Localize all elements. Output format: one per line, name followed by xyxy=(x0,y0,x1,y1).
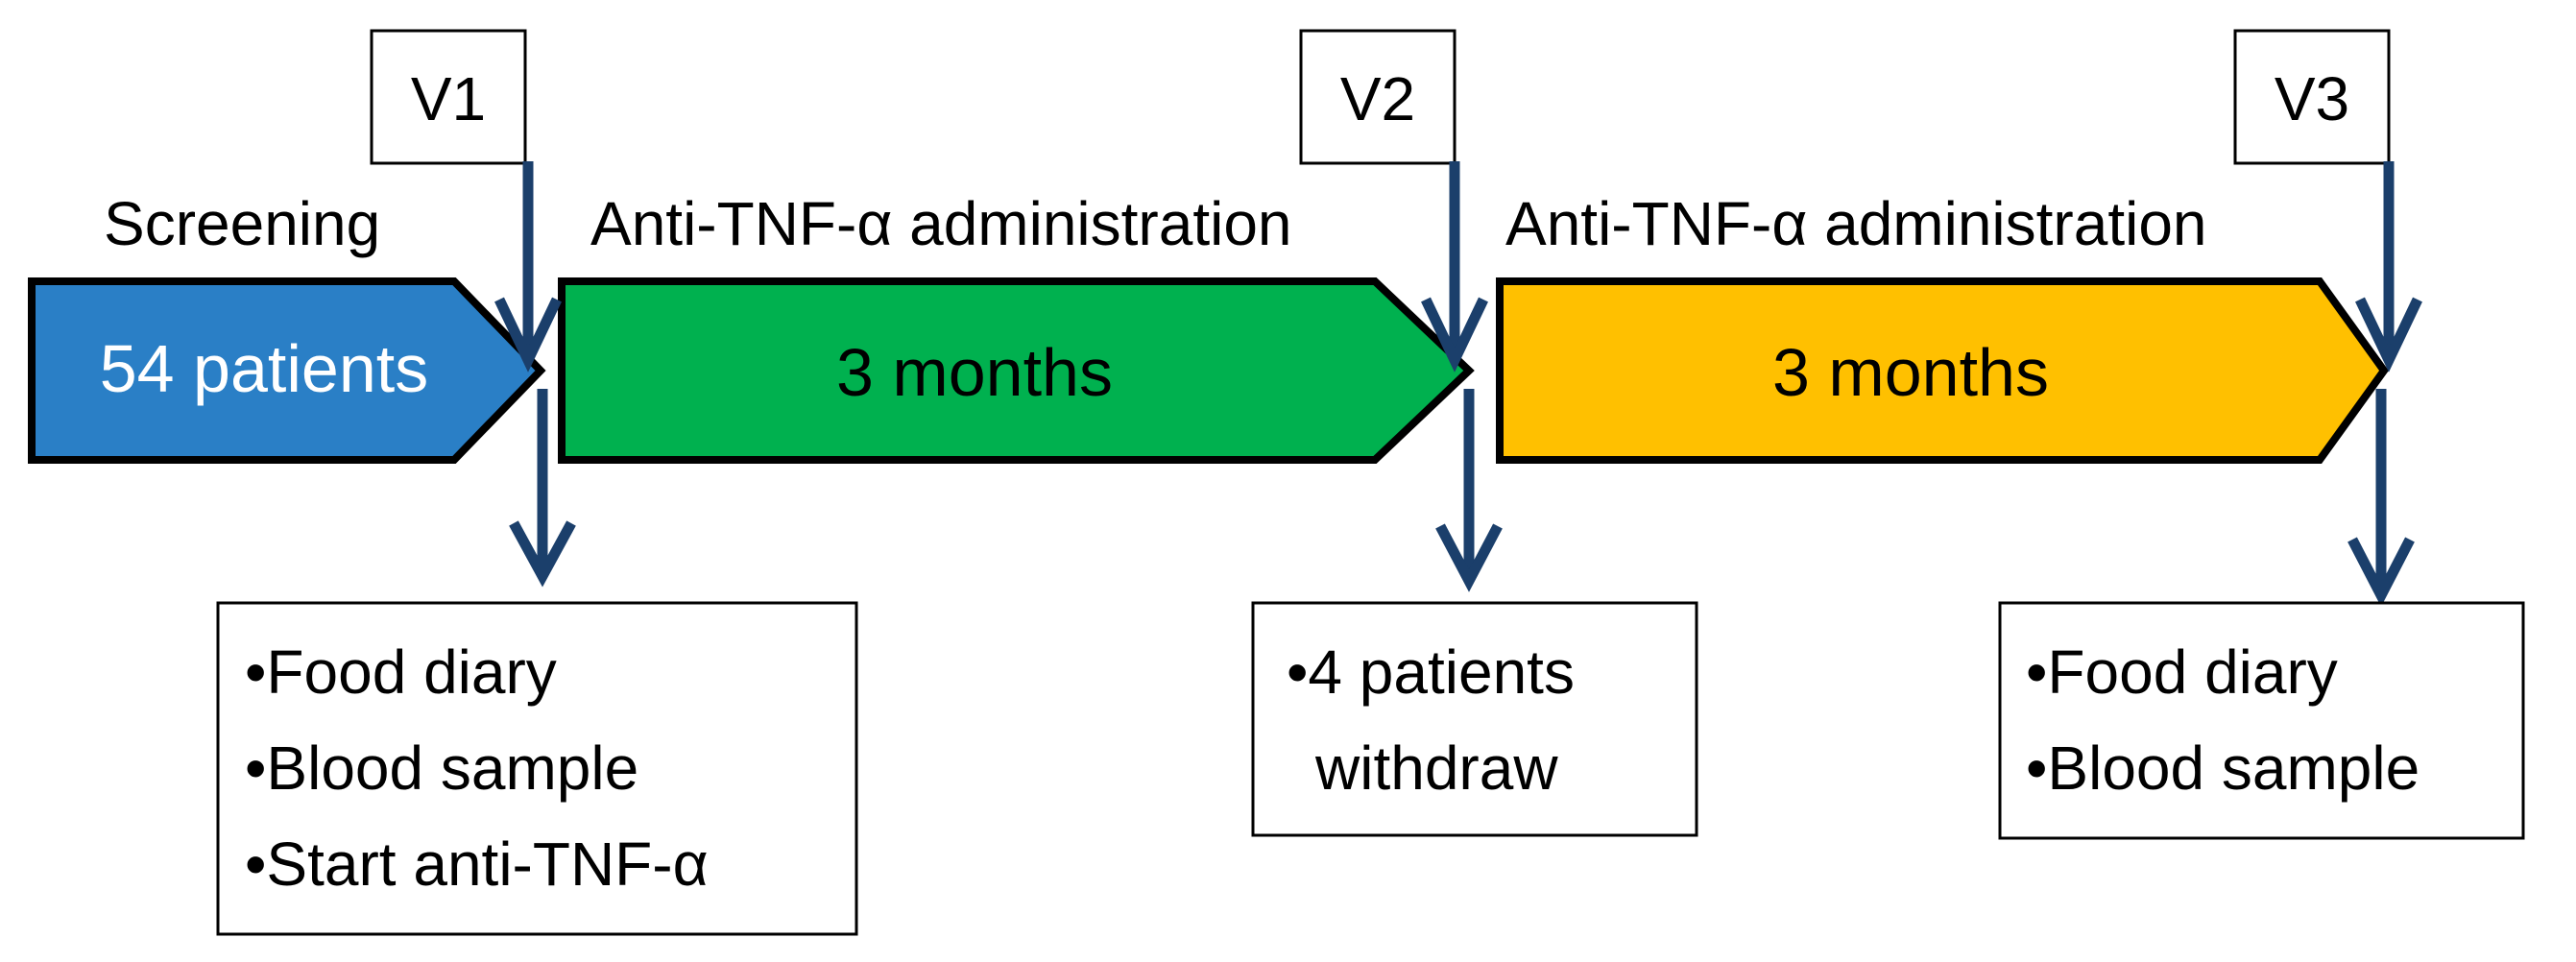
visit-label-v2: V2 xyxy=(1340,64,1415,133)
v2-connector-arrows xyxy=(1421,161,1503,592)
visit-box-v2: V2 xyxy=(1299,29,1457,165)
v3-note-1: •Food diary xyxy=(2026,637,2338,707)
screening-count: 54 patients xyxy=(100,331,428,406)
phase1-duration: 3 months xyxy=(836,335,1113,410)
phase-label-admin-1: Anti-TNF-α administration xyxy=(590,189,1292,258)
visit-box-v1: V1 xyxy=(370,29,527,165)
phase2-arrow: 3 months xyxy=(1496,277,2389,464)
v3-connector-arrows xyxy=(2347,161,2422,607)
visit-label-v3: V3 xyxy=(2275,64,2349,133)
v3-notes-box: •Food diary •Blood sample xyxy=(1998,601,2525,840)
phase2-duration: 3 months xyxy=(1772,335,2049,410)
phase-label-screening: Screening xyxy=(104,189,380,258)
v2-note-2: withdraw xyxy=(1314,734,1558,803)
v1-note-1: •Food diary xyxy=(245,637,557,707)
phase-label-admin-2: Anti-TNF-α administration xyxy=(1505,189,2207,258)
v1-notes-box: •Food diary •Blood sample •Start anti-TN… xyxy=(216,601,858,936)
phase1-arrow: 3 months xyxy=(558,277,1475,464)
visit-box-v3: V3 xyxy=(2233,29,2391,165)
v2-notes-box: •4 patients withdraw xyxy=(1251,601,1698,837)
v2-note-1: •4 patients xyxy=(1287,637,1575,707)
v1-connector-arrows xyxy=(494,161,576,588)
v1-note-2: •Blood sample xyxy=(245,734,638,803)
v1-note-3: •Start anti-TNF-α xyxy=(245,830,709,899)
screening-arrow: 54 patients xyxy=(28,277,546,464)
visit-label-v1: V1 xyxy=(411,64,486,133)
v3-note-2: •Blood sample xyxy=(2026,734,2420,803)
